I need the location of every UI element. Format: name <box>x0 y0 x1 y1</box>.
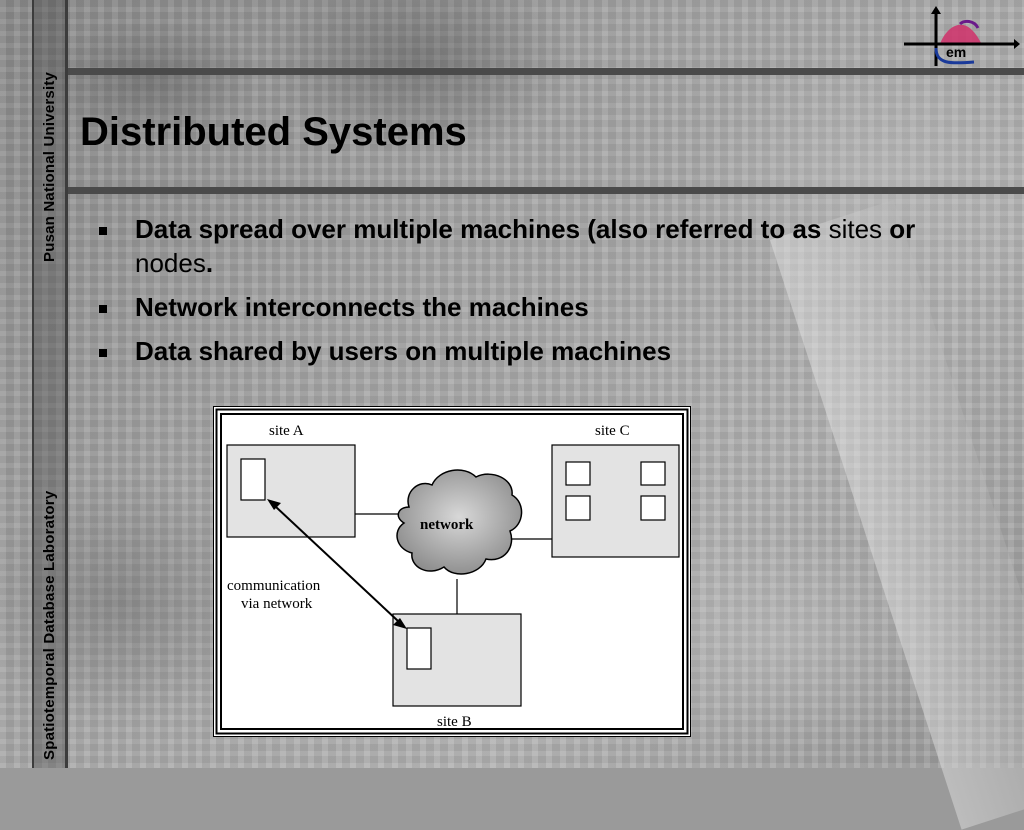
site-c-data-block <box>565 461 591 486</box>
logo-x-arrow <box>1014 39 1020 49</box>
diagram-frame-outer <box>215 408 689 735</box>
bullet-item-sites: Data spread over multiple machines (also… <box>97 212 927 280</box>
site-a-label: site A <box>269 423 304 439</box>
bullet-text-part: . <box>205 248 214 278</box>
logo-swoosh <box>940 24 982 44</box>
site-c-data-block <box>565 495 591 521</box>
bullet-marker <box>99 305 107 313</box>
term-sites: sites <box>828 214 883 244</box>
sidebar-university-label: Pusan National University <box>41 71 58 262</box>
distributed-system-diagram: site A site C site B network communicati… <box>213 406 691 737</box>
site-b-data-block <box>406 627 432 670</box>
diagram-canvas: site A site C site B network communicati… <box>215 408 689 735</box>
bullet-marker <box>99 349 107 357</box>
bullet-text: Data shared by users on multiple machine… <box>135 336 672 366</box>
bullet-text-part: Data spread over multiple machines (also… <box>135 214 829 244</box>
communication-label-line2: via network <box>241 596 313 612</box>
communication-arrowhead-b <box>393 618 407 629</box>
logo-arc <box>958 19 980 29</box>
communication-arrowhead-a <box>267 499 281 510</box>
bullet-text: Network interconnects the machines <box>135 292 589 322</box>
site-c-data-block <box>640 495 666 521</box>
bullet-marker <box>99 227 107 235</box>
sidebar-lab-label: Spatiotemporal Database Laboratory <box>41 490 58 760</box>
bullet-list: Data spread over multiple machines (also… <box>97 212 927 378</box>
site-c-label: site C <box>595 423 630 439</box>
sidebar-bar <box>32 0 68 768</box>
slide-title: Distributed Systems <box>80 110 467 154</box>
site-b-label: site B <box>437 714 472 730</box>
diagram-frame-inner <box>220 413 684 730</box>
network-label: network <box>420 517 474 533</box>
bullet-item-shared: Data shared by users on multiple machine… <box>97 334 927 368</box>
logo-curve <box>934 47 975 65</box>
logo-text: em <box>946 44 966 60</box>
network-cloud <box>396 469 523 575</box>
communication-arrow-line <box>275 506 399 622</box>
communication-label-line1: communication <box>227 578 321 594</box>
term-nodes: nodes <box>135 248 206 278</box>
bullet-item-network: Network interconnects the machines <box>97 290 927 324</box>
header-divider-top <box>68 68 1024 75</box>
site-a-data-block <box>240 458 266 501</box>
bullet-text-part: or <box>882 214 916 244</box>
header-divider-bottom <box>68 187 1024 194</box>
site-c-data-block <box>640 461 666 486</box>
lab-logo: em <box>904 6 1020 66</box>
logo-y-arrow <box>931 6 941 14</box>
